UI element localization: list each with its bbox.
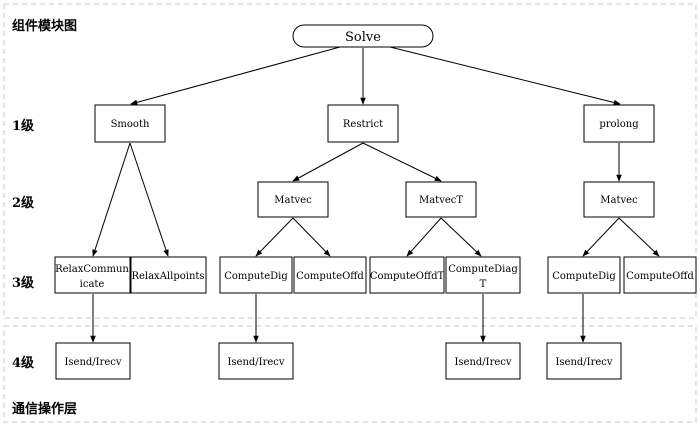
node-compute-dig-prolong-label: ComputeDig: [552, 271, 616, 282]
node-isend-irecv-1-label: Isend/Irecv: [64, 357, 121, 368]
node-compute-dig-restrict: ComputeDig: [219, 256, 293, 294]
node-compute-offdt-label: ComputeOffdT: [370, 271, 445, 282]
node-solve-label: Solve: [345, 30, 381, 45]
level-3-label: 3级: [12, 275, 35, 291]
node-matvect-restrict: MatvecT: [405, 181, 477, 218]
node-compute-dig-prolong-shape: [547, 256, 621, 294]
edge-smooth-relaxcomm: [92, 142, 131, 257]
node-compute-offd-prolong-shape: [623, 256, 697, 294]
node-matvec-prolong-shape: [583, 181, 655, 218]
node-isend-irecv-3: Isend/Irecv: [445, 342, 521, 380]
node-matvec-restrict: Matvec: [257, 181, 329, 218]
node-compute-offdt-shape: [369, 256, 445, 294]
node-prolong: prolong: [583, 104, 655, 143]
node-smooth: Smooth: [94, 104, 166, 143]
node-isend-irecv-4: Isend/Irecv: [546, 342, 622, 380]
level-4-label: 4级: [12, 355, 35, 371]
node-compute-diagt: ComputeDiag T: [445, 256, 521, 294]
edge-solve-smooth: [130, 46, 341, 106]
node-compute-offd-prolong-label: ComputeOffd: [626, 271, 694, 282]
node-matvect-restrict-shape: [405, 181, 477, 218]
node-relax-allpoints: RelaxAllpoints: [130, 256, 207, 294]
node-matvec-restrict-label: Matvec: [274, 195, 312, 206]
node-isend-irecv-3-label: Isend/Irecv: [454, 357, 511, 368]
node-matvec-prolong: Matvec: [583, 181, 655, 218]
node-solve: Solve: [292, 24, 434, 48]
edge-matvec-p-computedig: [582, 217, 620, 257]
node-isend-irecv-1-shape: [55, 342, 131, 380]
node-restrict-shape: [327, 104, 399, 143]
communication-layer-title: 通信操作层: [12, 401, 77, 417]
node-isend-irecv-4-label: Isend/Irecv: [555, 357, 612, 368]
node-compute-offd-restrict-label: ComputeOffd: [296, 271, 364, 282]
node-compute-diagt-label-line2: T: [480, 279, 487, 290]
node-relax-communicate: RelaxCommun icate: [54, 256, 131, 294]
node-solve-shape: [292, 24, 434, 48]
node-prolong-shape: [583, 104, 655, 143]
node-isend-irecv-2-label: Isend/Irecv: [227, 357, 284, 368]
node-matvec-prolong-label: Matvec: [600, 195, 638, 206]
node-prolong-label: prolong: [599, 119, 639, 130]
node-restrict: Restrict: [327, 104, 399, 143]
edge-matvect-computediagt: [440, 217, 482, 257]
edge-restrict-matvec: [292, 142, 364, 182]
node-relax-communicate-shape: [54, 256, 131, 294]
node-compute-diagt-label-line1: ComputeDiag: [448, 264, 518, 275]
node-relax-communicate-label-line2: icate: [80, 279, 105, 290]
communication-layer-region: [3, 325, 697, 423]
node-compute-offd-prolong: ComputeOffd: [623, 256, 697, 294]
node-isend-irecv-1: Isend/Irecv: [55, 342, 131, 380]
edge-matvec-computedig: [255, 217, 294, 257]
edges: [90, 46, 660, 343]
node-compute-dig-restrict-label: ComputeDig: [224, 271, 288, 282]
node-isend-irecv-2-shape: [218, 342, 294, 380]
node-compute-diagt-shape: [445, 256, 521, 294]
node-compute-offd-restrict-shape: [293, 256, 367, 294]
level-2-label: 2级: [12, 195, 35, 211]
node-matvect-restrict-label: MatvecT: [419, 195, 463, 206]
node-compute-dig-prolong: ComputeDig: [547, 256, 621, 294]
node-smooth-label: Smooth: [111, 119, 150, 130]
node-relax-communicate-label-line1: RelaxCommun: [55, 264, 129, 275]
component-module-region: [3, 3, 697, 319]
node-matvec-restrict-shape: [257, 181, 329, 218]
edge-matvec-computeoffd: [292, 217, 331, 257]
node-isend-irecv-2: Isend/Irecv: [218, 342, 294, 380]
node-relax-allpoints-shape: [130, 256, 207, 294]
node-compute-offd-restrict: ComputeOffd: [293, 256, 367, 294]
node-compute-dig-restrict-shape: [219, 256, 293, 294]
edge-matvect-computeoffdt: [406, 217, 442, 257]
edge-matvec-p-computeoffd: [618, 217, 660, 257]
edge-smooth-relaxall: [129, 142, 169, 257]
node-compute-offdt: ComputeOffdT: [369, 256, 445, 294]
node-smooth-shape: [94, 104, 166, 143]
node-restrict-label: Restrict: [343, 119, 383, 130]
edge-restrict-matvect: [362, 142, 442, 182]
diagram-title: 组件模块图: [12, 18, 77, 34]
edge-solve-prolong: [389, 46, 621, 106]
node-relax-allpoints-label: RelaxAllpoints: [131, 271, 204, 282]
node-isend-irecv-3-shape: [445, 342, 521, 380]
level-1-label: 1级: [12, 118, 35, 134]
node-isend-irecv-4-shape: [546, 342, 622, 380]
